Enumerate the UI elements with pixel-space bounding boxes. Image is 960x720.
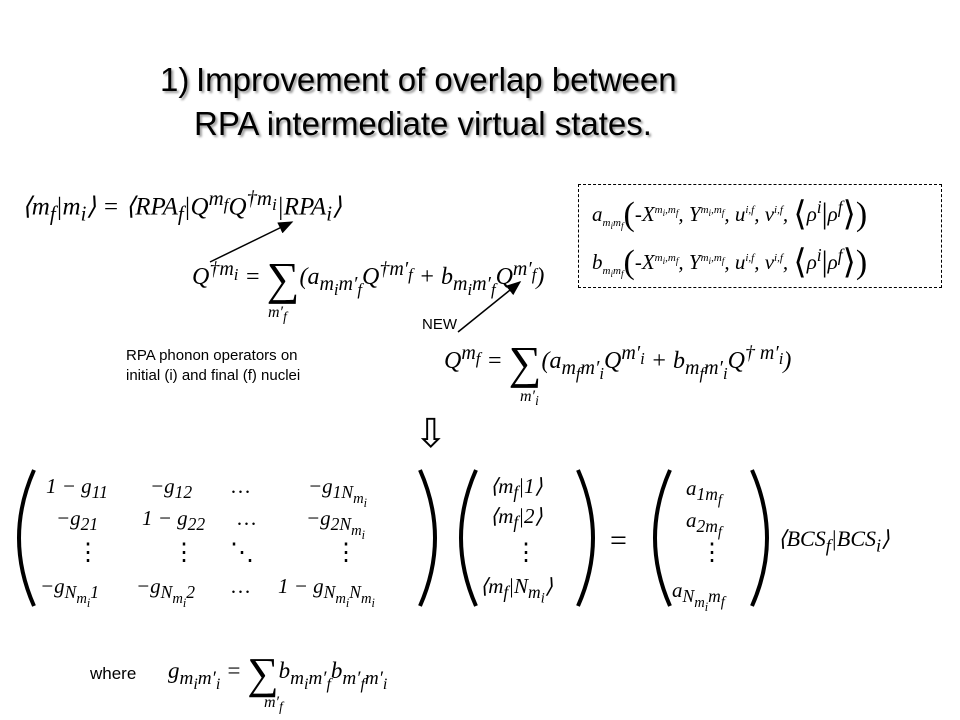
where-label: where: [90, 664, 137, 683]
pointer-arrow-q-initial: [209, 221, 294, 263]
title-number: 1): [160, 61, 190, 98]
vector-entry-2: ⟨mf|2⟩: [490, 504, 543, 533]
q-final-equation: Qmf = ∑(amfm′iQm′i + bmfm′iQ† m′i) m′i: [444, 337, 792, 409]
rpa-note-line-2: initial (i) and final (f) nuclei: [126, 367, 301, 384]
g-definition-equation: gmim′i = ∑bmim′fbm′fm′i m′f: [168, 649, 388, 715]
matrix-left-paren: [17, 469, 36, 607]
equals-sign: =: [610, 524, 627, 557]
bcs-overlap: ⟨BCSf|BCSi⟩: [778, 526, 890, 556]
matrix-row-1: 1 − g11−g12…−g1Nmi: [46, 474, 368, 510]
overlap-equation: ⟨mf|mi⟩ = ⟨RPAf|QmfQ†mi|RPAi⟩: [22, 186, 342, 226]
q-initial-equation: Q†mi = ∑(amim′fQ†m′f + bmim′fQm′f) m′f: [192, 253, 545, 325]
rhs-right-paren: [750, 469, 769, 607]
vector-entry-4: ⟨mf|Nmi⟩: [480, 574, 553, 607]
vector-entry-3: ⋮: [514, 540, 538, 566]
new-label: NEW: [422, 316, 457, 333]
rhs-entry-4: aNmimf: [672, 578, 725, 614]
rhs-entry-3: ⋮: [700, 540, 724, 566]
rpa-note-line-1: RPA phonon operators on: [126, 347, 298, 364]
rhs-entry-2: a2mf: [686, 508, 722, 541]
matrix-row-3: ⋮⋮⋱⋮: [76, 540, 358, 566]
slide-title: 1)Improvement of overlap between RPA int…: [160, 58, 800, 146]
rhs-left-paren: [653, 469, 672, 607]
title-line-2: RPA intermediate virtual states.: [194, 105, 652, 142]
coefficient-box: [578, 184, 942, 288]
implies-arrow-icon: ⇩: [414, 411, 448, 456]
b-coefficient: bmimf(-Xmi,mf, Ymi,mf, ui,f, vi,f, ⟨ρi|ρ…: [592, 244, 868, 281]
a-coefficient: amimf(-Xmi,mf, Ymi,mf, ui,f, vi,f, ⟨ρi|ρ…: [592, 196, 868, 233]
pointer-arrow-q-final: [457, 281, 522, 333]
matrix-row-4: −gNmi1−gNmi2…1 − gNmiNmi: [40, 574, 375, 610]
vector-entry-1: ⟨mf|1⟩: [490, 474, 543, 503]
vector-right-paren: [576, 469, 595, 607]
rhs-entry-1: a1mf: [686, 476, 722, 509]
vector-left-paren: [459, 469, 478, 607]
matrix-right-paren: [418, 469, 437, 607]
title-line-1: Improvement of overlap between: [196, 61, 677, 98]
rpa-note: RPA phonon operators on initial (i) and …: [126, 346, 300, 386]
